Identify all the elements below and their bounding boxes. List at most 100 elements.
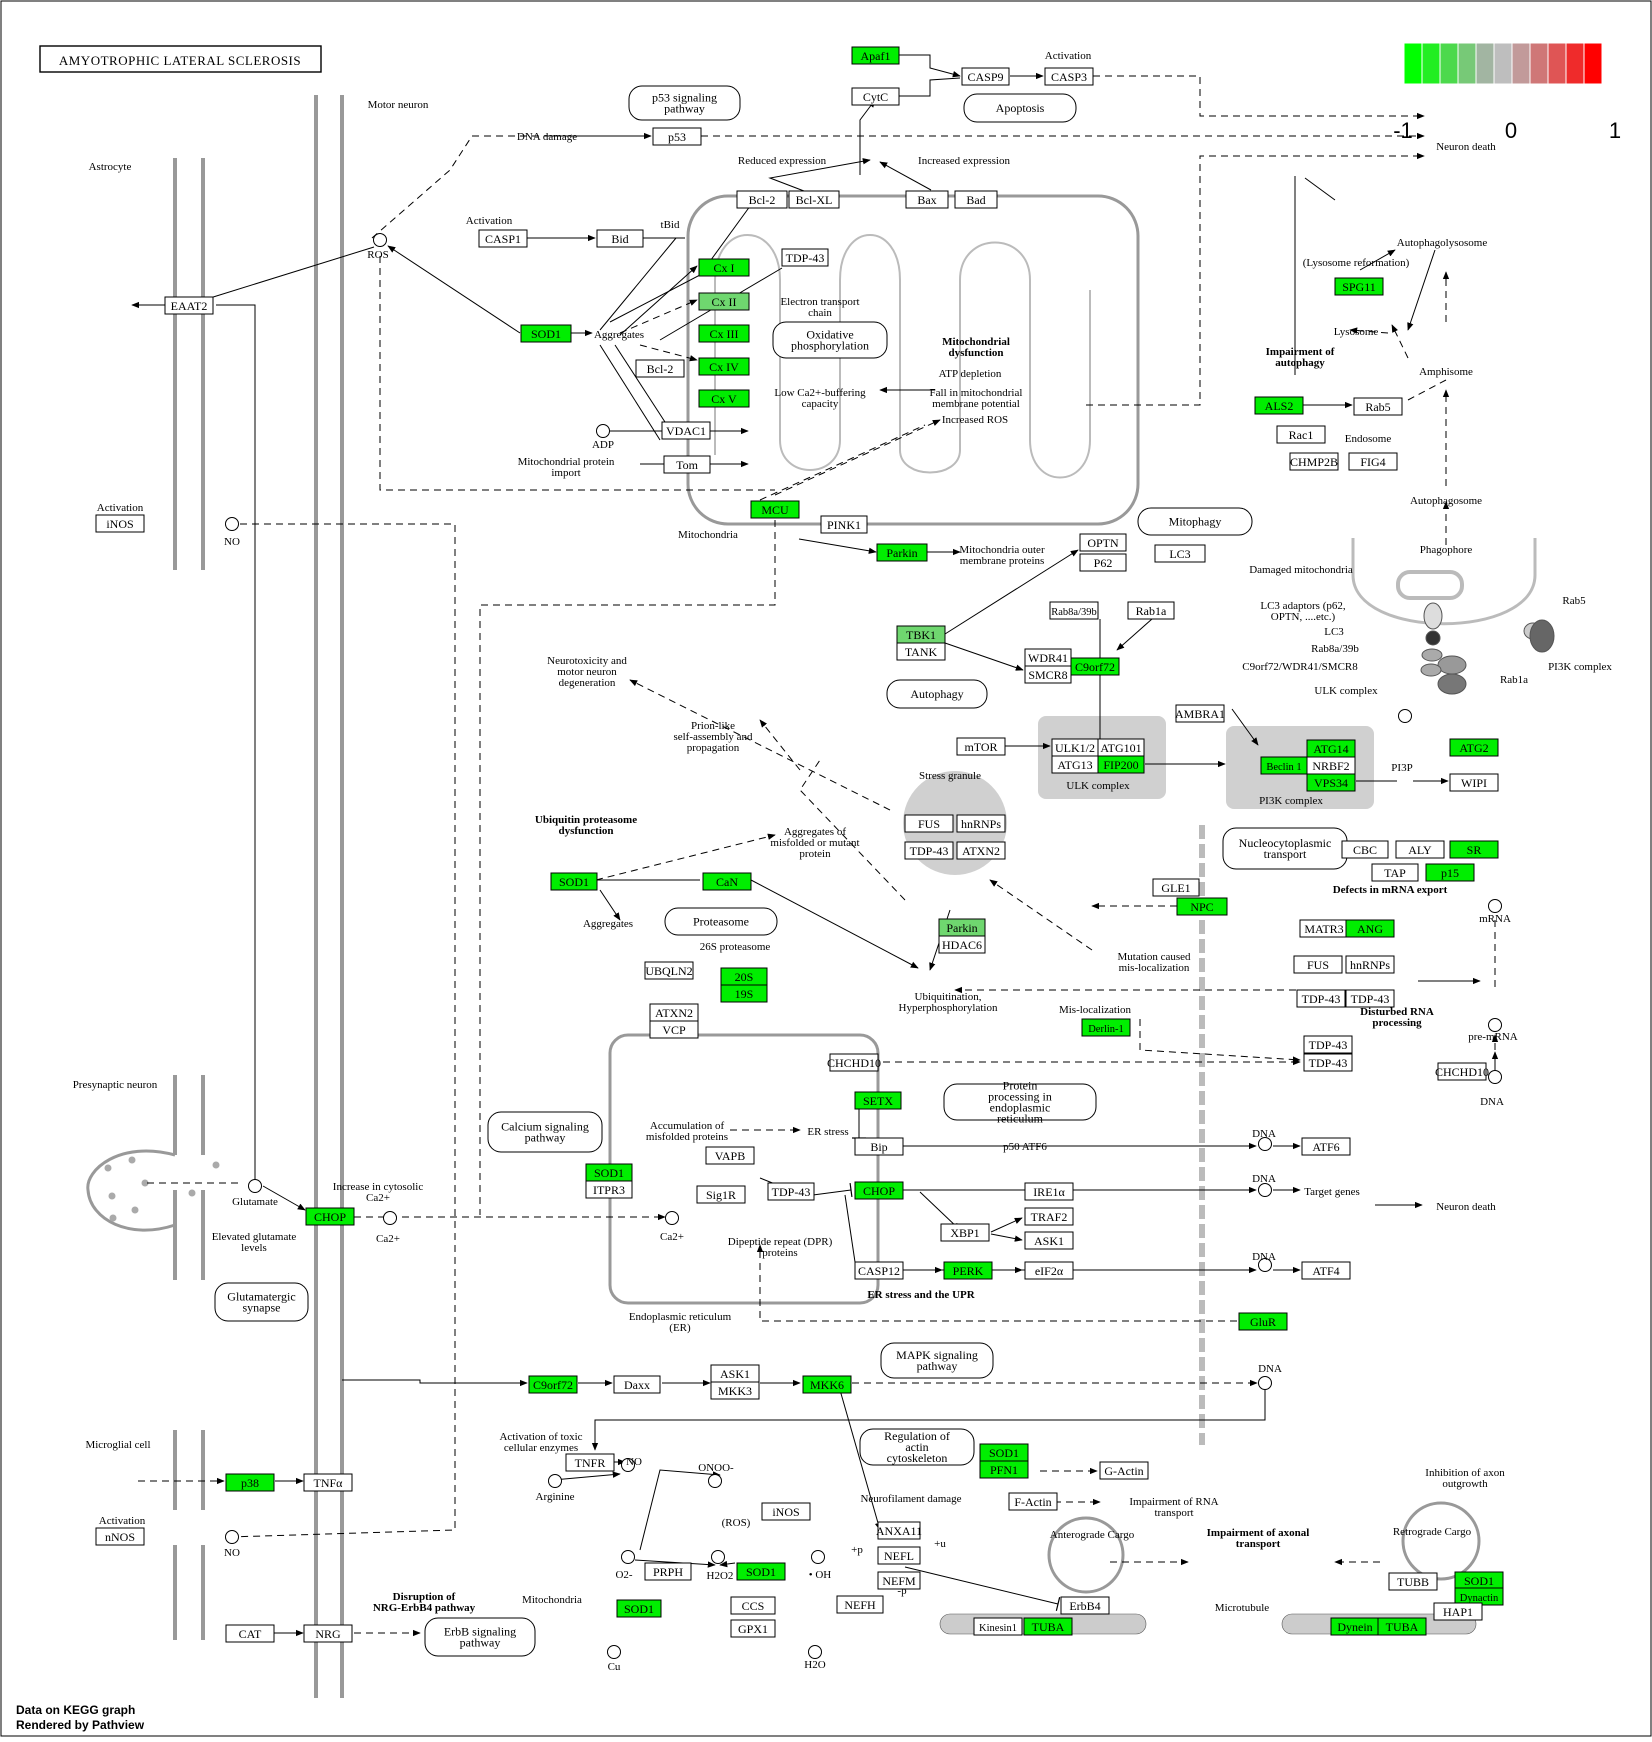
gene-tdp-43[interactable]: TDP-43 [1303,1053,1353,1072]
gene-nefh[interactable]: NEFH [836,1595,884,1614]
gene-casp12[interactable]: CASP12 [854,1261,904,1280]
gene-tdp-43[interactable]: TDP-43 [1303,1035,1353,1054]
gene-cat[interactable]: CAT [225,1624,275,1643]
gene-mkk3[interactable]: MKK3 [710,1381,760,1400]
gene-bcl-2[interactable]: Bcl-2 [736,190,788,209]
gene-p53[interactable]: p53 [652,127,702,146]
gene-p62[interactable]: P62 [1079,553,1127,572]
gene-lc3[interactable]: LC3 [1154,544,1206,563]
gene-nefm[interactable]: NEFM [877,1571,921,1590]
gene-bcl-2[interactable]: Bcl-2 [635,359,685,378]
gene-casp9[interactable]: CASP9 [961,67,1010,86]
gene-atg14[interactable]: ATG14 [1306,739,1356,758]
gene-sod1[interactable]: SOD1 [979,1443,1029,1462]
gene-tdp-43[interactable]: TDP-43 [904,841,954,860]
gene-bid[interactable]: Bid [596,229,644,248]
gene-can[interactable]: CaN [702,872,752,891]
gene-erbb4[interactable]: ErbB4 [1060,1596,1110,1615]
gene-atf4[interactable]: ATF4 [1301,1261,1351,1280]
gene-gpx1[interactable]: GPX1 [730,1619,776,1638]
gene-chchd10[interactable]: CHCHD10 [827,1053,881,1072]
gene-casp3[interactable]: CASP3 [1044,67,1094,86]
gene-kinesin1[interactable]: Kinesin1 [973,1617,1023,1636]
gene-atxn2[interactable]: ATXN2 [649,1003,699,1022]
gene-cbc[interactable]: CBC [1341,840,1389,859]
gene-atg13[interactable]: ATG13 [1051,755,1099,774]
gene-sod1[interactable]: SOD1 [550,872,598,891]
gene-vcp[interactable]: VCP [649,1020,699,1039]
gene-casp1[interactable]: CASP1 [478,229,528,248]
gene-prph[interactable]: PRPH [644,1562,692,1581]
gene-sr[interactable]: SR [1449,840,1499,859]
gene-chchd10[interactable]: CHCHD10 [1435,1062,1489,1081]
gene-c9orf72[interactable]: C9orf72 [1070,657,1120,676]
gene-atg2[interactable]: ATG2 [1449,738,1499,757]
gene-apaf1[interactable]: Apaf1 [851,46,900,65]
gene-tdp-43[interactable]: TDP-43 [767,1182,815,1201]
gene-dynein[interactable]: Dynein [1330,1617,1380,1636]
gene-p38[interactable]: p38 [225,1473,275,1492]
gene-bcl-xl[interactable]: Bcl-XL [788,190,840,209]
gene-ang[interactable]: ANG [1345,919,1395,938]
gene-tdp-43[interactable]: TDP-43 [1296,989,1346,1008]
gene-atxn2[interactable]: ATXN2 [956,841,1006,860]
gene-setx[interactable]: SETX [854,1091,902,1110]
gene-aly[interactable]: ALY [1395,840,1445,859]
gene-ask1[interactable]: ASK1 [710,1364,760,1383]
gene-cx-i[interactable]: Cx I [698,258,750,277]
gene-optn[interactable]: OPTN [1079,533,1127,552]
gene-traf2[interactable]: TRAF2 [1024,1207,1074,1226]
gene-derlin-1[interactable]: Derlin-1 [1081,1018,1131,1037]
gene-matr3[interactable]: MATR3 [1299,919,1349,938]
gene-hap1[interactable]: HAP1 [1433,1602,1483,1621]
gene-itpr3[interactable]: ITPR3 [585,1180,633,1199]
gene-sod1[interactable]: SOD1 [1454,1571,1504,1590]
pathway-link-apoptosis[interactable]: Apoptosis [963,93,1077,123]
gene-vdac1[interactable]: VDAC1 [661,421,711,440]
gene-daxx[interactable]: Daxx [613,1375,661,1394]
gene-xbp1[interactable]: XBP1 [940,1223,990,1242]
gene-chop[interactable]: CHOP [305,1207,355,1226]
gene-sod1[interactable]: SOD1 [736,1562,786,1581]
gene-tnfr[interactable]: TNFR [565,1453,615,1472]
gene-cx-v[interactable]: Cx V [698,389,750,408]
gene-sod1[interactable]: SOD1 [616,1599,662,1618]
gene-eif2[interactable]: eIF2α [1024,1261,1074,1280]
gene-inos[interactable]: iNOS [761,1502,811,1521]
gene-glur[interactable]: GluR [1238,1312,1288,1331]
gene-19s[interactable]: 19S [720,984,768,1003]
gene-inos[interactable]: iNOS [95,514,145,533]
gene-smcr8[interactable]: SMCR8 [1024,665,1072,684]
gene-rac1[interactable]: Rac1 [1276,425,1326,444]
gene-tnf[interactable]: TNFα [303,1473,353,1492]
gene-rab5[interactable]: Rab5 [1353,397,1403,416]
gene-parkin[interactable]: Parkin [938,918,986,937]
gene-nefl[interactable]: NEFL [877,1546,921,1565]
gene-chmp2b[interactable]: CHMP2B [1289,452,1339,471]
gene-mkk6[interactable]: MKK6 [802,1375,852,1394]
gene-parkin[interactable]: Parkin [876,543,928,562]
gene-vapb[interactable]: VAPB [705,1146,755,1165]
gene-wdr41[interactable]: WDR41 [1024,648,1072,667]
pathway-link-mitophagy[interactable]: Mitophagy [1137,507,1253,536]
gene-rab8a-39b[interactable]: Rab8a/39b [1049,601,1099,620]
gene-mcu[interactable]: MCU [750,500,800,519]
gene-npc[interactable]: NPC [1176,897,1228,916]
gene-gle1[interactable]: GLE1 [1152,878,1200,897]
gene-tbk1[interactable]: TBK1 [896,625,946,644]
gene-c9orf72[interactable]: C9orf72 [528,1375,578,1394]
gene-bip[interactable]: Bip [854,1137,904,1156]
gene-fus[interactable]: FUS [1293,955,1343,974]
gene-cx-ii[interactable]: Cx II [698,292,750,311]
gene-wipi[interactable]: WIPI [1449,773,1499,792]
gene-nrg[interactable]: NRG [303,1624,353,1643]
gene-vps34[interactable]: VPS34 [1306,773,1356,792]
gene-rab1a[interactable]: Rab1a [1127,601,1175,620]
